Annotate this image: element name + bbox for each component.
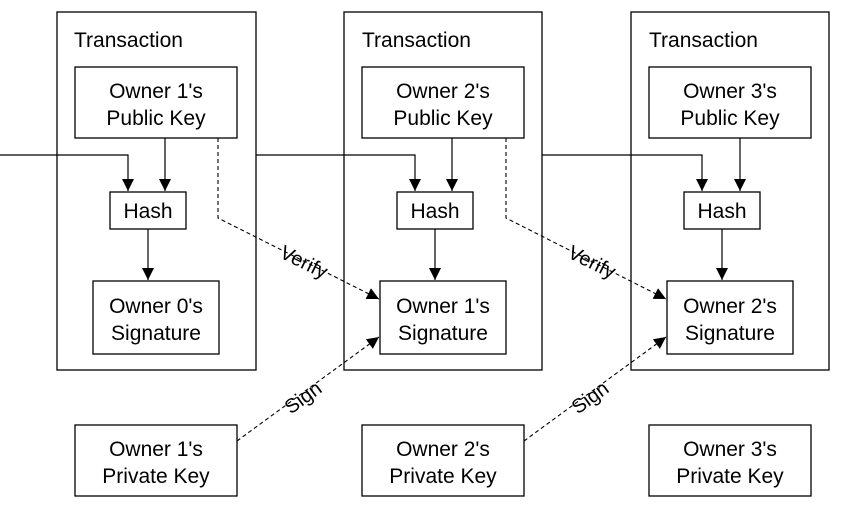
verify-arrow <box>505 138 667 300</box>
verify-arrow <box>217 138 380 300</box>
prev-transaction-arrow <box>0 154 134 191</box>
verify-label: Verify <box>276 242 331 284</box>
public-key-owner-label: Owner 3's <box>683 80 777 103</box>
verify-label: Verify <box>564 242 619 284</box>
public-key-label: Public Key <box>106 107 206 130</box>
private-key-box-1: Owner 1's Private Key <box>74 424 238 497</box>
signature-box <box>666 280 794 355</box>
sign-arrow <box>236 336 380 442</box>
sign-label: Sign <box>568 377 613 418</box>
private-key-owner-label: Owner 1's <box>109 438 203 461</box>
transaction-box-2: Transaction Owner 2's Public Key Hash Ow… <box>343 11 543 371</box>
signature-label: Signature <box>398 322 488 345</box>
public-key-owner-label: Owner 1's <box>109 80 203 103</box>
sign-label: Sign <box>281 377 326 418</box>
public-key-box <box>361 66 525 139</box>
private-key-box-3: Owner 3's Private Key <box>648 424 812 497</box>
signature-box <box>92 280 220 355</box>
signature-box <box>379 280 507 355</box>
signature-owner-label: Owner 2's <box>683 295 777 318</box>
transaction-title: Transaction <box>649 29 758 52</box>
signature-owner-label: Owner 1's <box>396 295 490 318</box>
private-key-label: Private Key <box>676 465 784 488</box>
transaction-box-1: Transaction Owner 1's Public Key Hash Ow… <box>56 11 257 371</box>
public-key-label: Public Key <box>680 107 780 130</box>
transaction-link-arrow <box>256 154 421 191</box>
transaction-title: Transaction <box>74 29 183 52</box>
hash-label: Hash <box>123 200 172 223</box>
private-key-frame <box>74 424 238 497</box>
signature-label: Signature <box>685 322 775 345</box>
private-key-frame <box>361 424 525 497</box>
public-key-box <box>74 66 238 139</box>
private-key-owner-label: Owner 2's <box>396 438 490 461</box>
public-key-label: Public Key <box>393 107 493 130</box>
private-key-frame <box>648 424 812 497</box>
private-key-label: Private Key <box>102 465 210 488</box>
private-key-label: Private Key <box>389 465 497 488</box>
hash-label: Hash <box>410 200 459 223</box>
transaction-title: Transaction <box>362 29 471 52</box>
signature-label: Signature <box>111 322 201 345</box>
public-key-owner-label: Owner 2's <box>396 80 490 103</box>
private-key-box-2: Owner 2's Private Key <box>361 424 525 497</box>
sign-arrow <box>523 336 667 442</box>
transaction-link-arrow <box>542 154 708 191</box>
private-key-owner-label: Owner 3's <box>683 438 777 461</box>
hash-label: Hash <box>697 200 746 223</box>
public-key-box <box>648 66 812 139</box>
signature-owner-label: Owner 0's <box>109 295 203 318</box>
transaction-box-3: Transaction Owner 3's Public Key Hash Ow… <box>630 11 830 371</box>
hash-box <box>683 191 761 230</box>
